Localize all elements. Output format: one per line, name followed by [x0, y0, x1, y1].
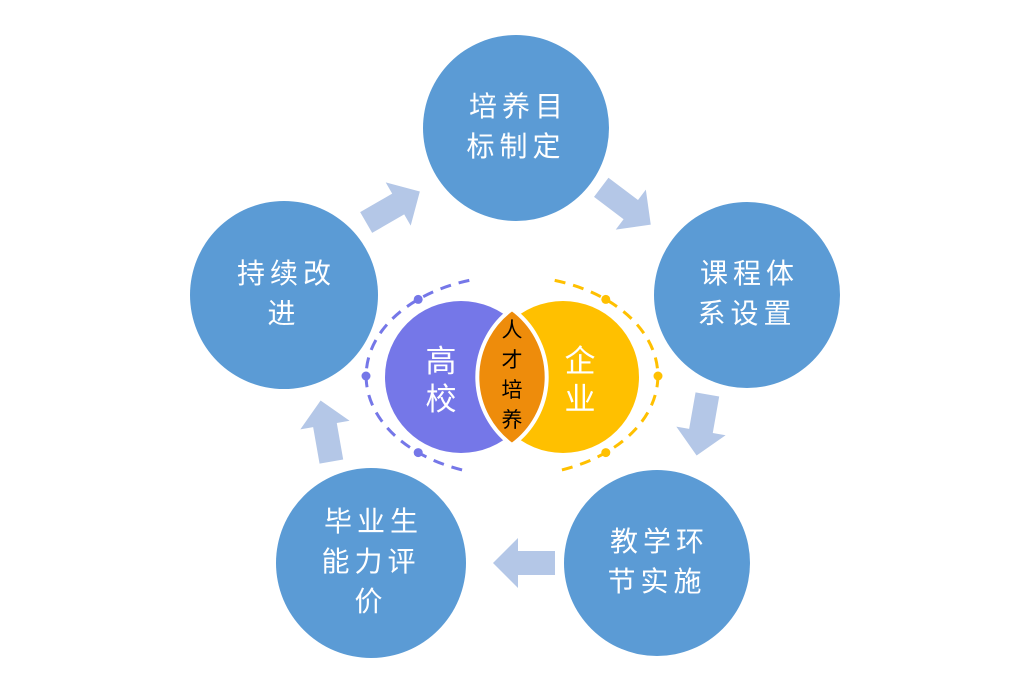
cycle-arrow-improvement-to-goal-icon [360, 182, 420, 233]
node-evaluation: 毕业生 能力评 价 [276, 468, 466, 658]
arc-dot-icon [361, 371, 371, 381]
university-label: 高 校 [425, 344, 457, 417]
node-teaching: 教学环 节实施 [564, 470, 750, 656]
cycle-arrow-curriculum-to-teaching-icon [676, 392, 726, 456]
talent-cultivation-label: 人 才 培 养 [501, 318, 523, 432]
arc-dot-icon [413, 294, 423, 304]
cycle-arrow-goal-to-curriculum-icon [594, 177, 651, 230]
node-curriculum: 课程体 系设置 [654, 202, 840, 388]
cycle-arrow-teaching-to-evaluation-icon [493, 538, 555, 588]
talent-overlap-lens [475, 306, 549, 448]
arc-dot-icon [413, 448, 423, 458]
node-training-goal: 培养目 标制定 [423, 35, 609, 221]
cycle-arrow-evaluation-to-improvement-icon [300, 400, 350, 464]
arc-dot-icon [601, 448, 611, 458]
node-improvement: 持续改 进 [190, 201, 378, 389]
enterprise-label: 企 业 [564, 344, 596, 417]
arc-dot-icon [601, 294, 611, 304]
arc-dot-icon [653, 371, 663, 381]
